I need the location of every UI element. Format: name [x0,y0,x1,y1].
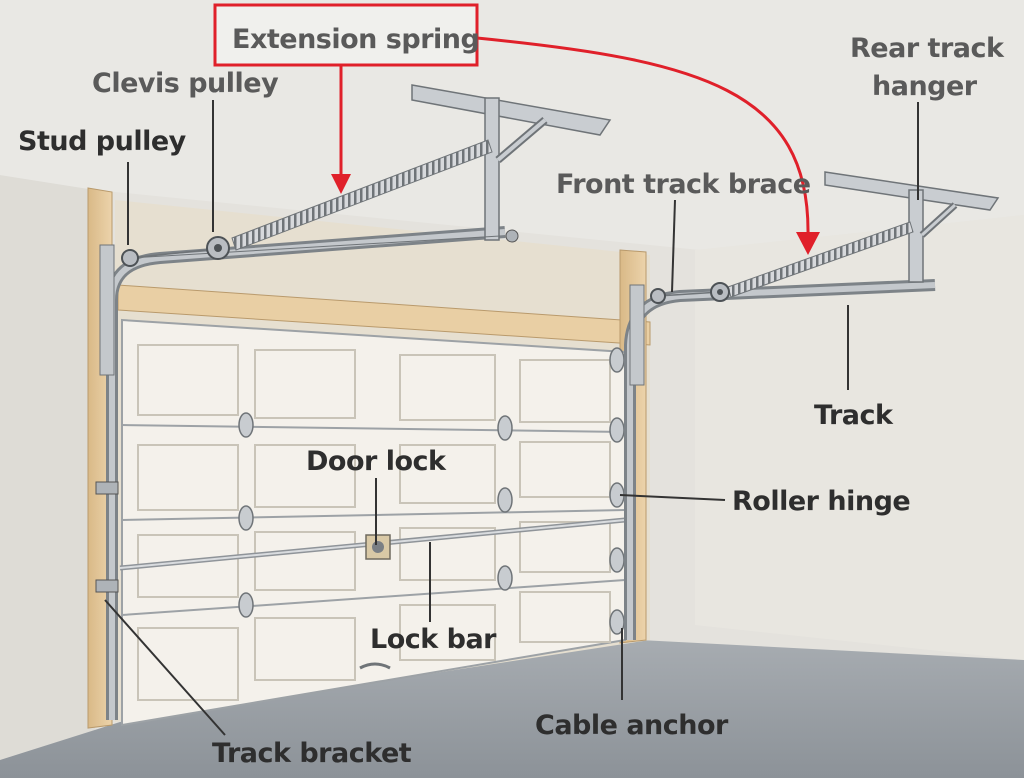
label-extension-spring: Extension spring [232,24,479,55]
labels: Extension spring Clevis pulley Stud pull… [18,24,1005,769]
extension-spring-callout-box [213,3,479,67]
right-rear-hanger [824,171,1000,283]
label-rear-track-hanger-line2: hanger [872,71,978,102]
right-extension-spring [727,221,914,298]
door-handle [359,662,391,670]
label-stud-pulley: Stud pulley [18,126,187,157]
label-track-bracket: Track bracket [212,738,412,769]
label-clevis-pulley: Clevis pulley [92,68,279,99]
label-lock-bar: Lock bar [370,624,497,655]
right-track [624,279,936,640]
extension-springs [231,139,914,298]
arrow-to-left-spring [331,174,351,194]
track-bracket [95,481,119,495]
arrow-to-right-spring [796,232,820,255]
extension-spring-highlight [213,3,820,255]
garage-door [119,318,626,727]
left-rear-hanger [411,84,612,243]
label-cable-anchor: Cable anchor [535,710,729,741]
leader-lines [104,100,919,736]
label-rear-track-hanger-line1: Rear track [850,33,1005,64]
label-roller-hinge: Roller hinge [732,486,910,517]
ceiling [0,0,1024,250]
label-track: Track [814,400,894,431]
label-front-track-brace: Front track brace [556,169,811,200]
right-wall [695,215,1024,660]
left-extension-spring [231,139,493,251]
left-wall [0,175,95,760]
label-door-lock: Door lock [306,446,447,477]
leader-roller-hinge [619,494,726,501]
left-track [95,226,506,720]
cables-pulleys [121,235,730,304]
leader-track-bracket [104,599,226,736]
floor [0,640,1024,778]
stud-pulley [121,249,139,267]
leader-front-track-brace [671,199,676,293]
